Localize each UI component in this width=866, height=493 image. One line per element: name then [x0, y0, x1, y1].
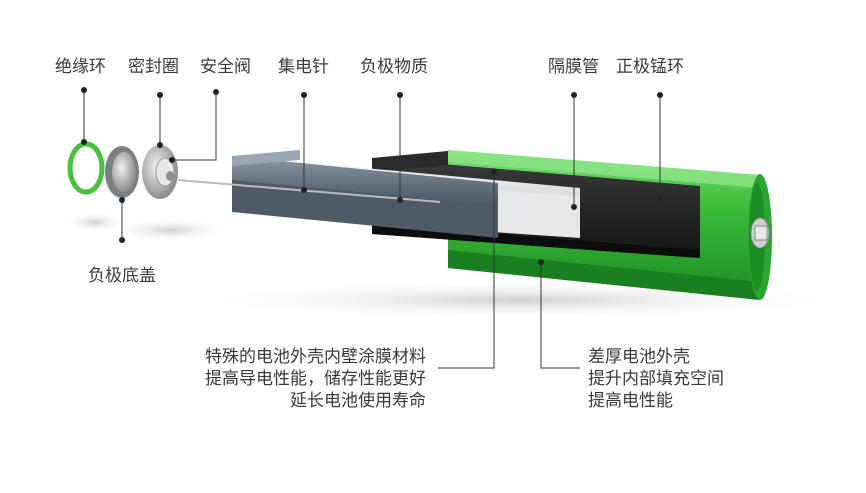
note-shell: 差厚电池外壳 提升内部填充空间 提高电性能: [588, 346, 724, 412]
label-current-collector-pin: 集电针: [278, 57, 329, 77]
label-insulating-ring: 绝缘环: [55, 57, 106, 77]
label-negative-bottom-cap: 负极底盖: [88, 266, 156, 286]
label-positive-manganese-ring: 正极锰环: [616, 57, 684, 77]
leader-dots: [81, 87, 663, 265]
leader-lines: [83, 90, 661, 369]
shadow: [63, 212, 127, 232]
note-coating: 特殊的电池外壳内壁涂膜材料 提高导电性能，储存性能更好 延长电池使用寿命: [205, 346, 426, 412]
anode-rod: [232, 150, 498, 238]
collector-pin: [177, 179, 441, 203]
label-separator-tube: 隔膜管: [548, 57, 599, 77]
note-shell-line-1: 差厚电池外壳: [588, 347, 690, 367]
note-shell-line-3: 提高电性能: [588, 391, 673, 411]
label-safety-valve: 安全阀: [200, 57, 251, 77]
label-seal-ring: 密封圈: [128, 57, 179, 77]
label-negative-material: 负极物质: [360, 57, 428, 77]
note-coating-line-3: 延长电池使用寿命: [290, 391, 426, 411]
note-coating-line-2: 提高导电性能，储存性能更好: [205, 369, 426, 389]
note-coating-line-1: 特殊的电池外壳内壁涂膜材料: [205, 347, 426, 367]
end-caps: [67, 141, 178, 199]
shadow: [110, 218, 230, 242]
positive-terminal: [750, 217, 770, 249]
note-shell-line-2: 提升内部填充空间: [588, 369, 724, 389]
